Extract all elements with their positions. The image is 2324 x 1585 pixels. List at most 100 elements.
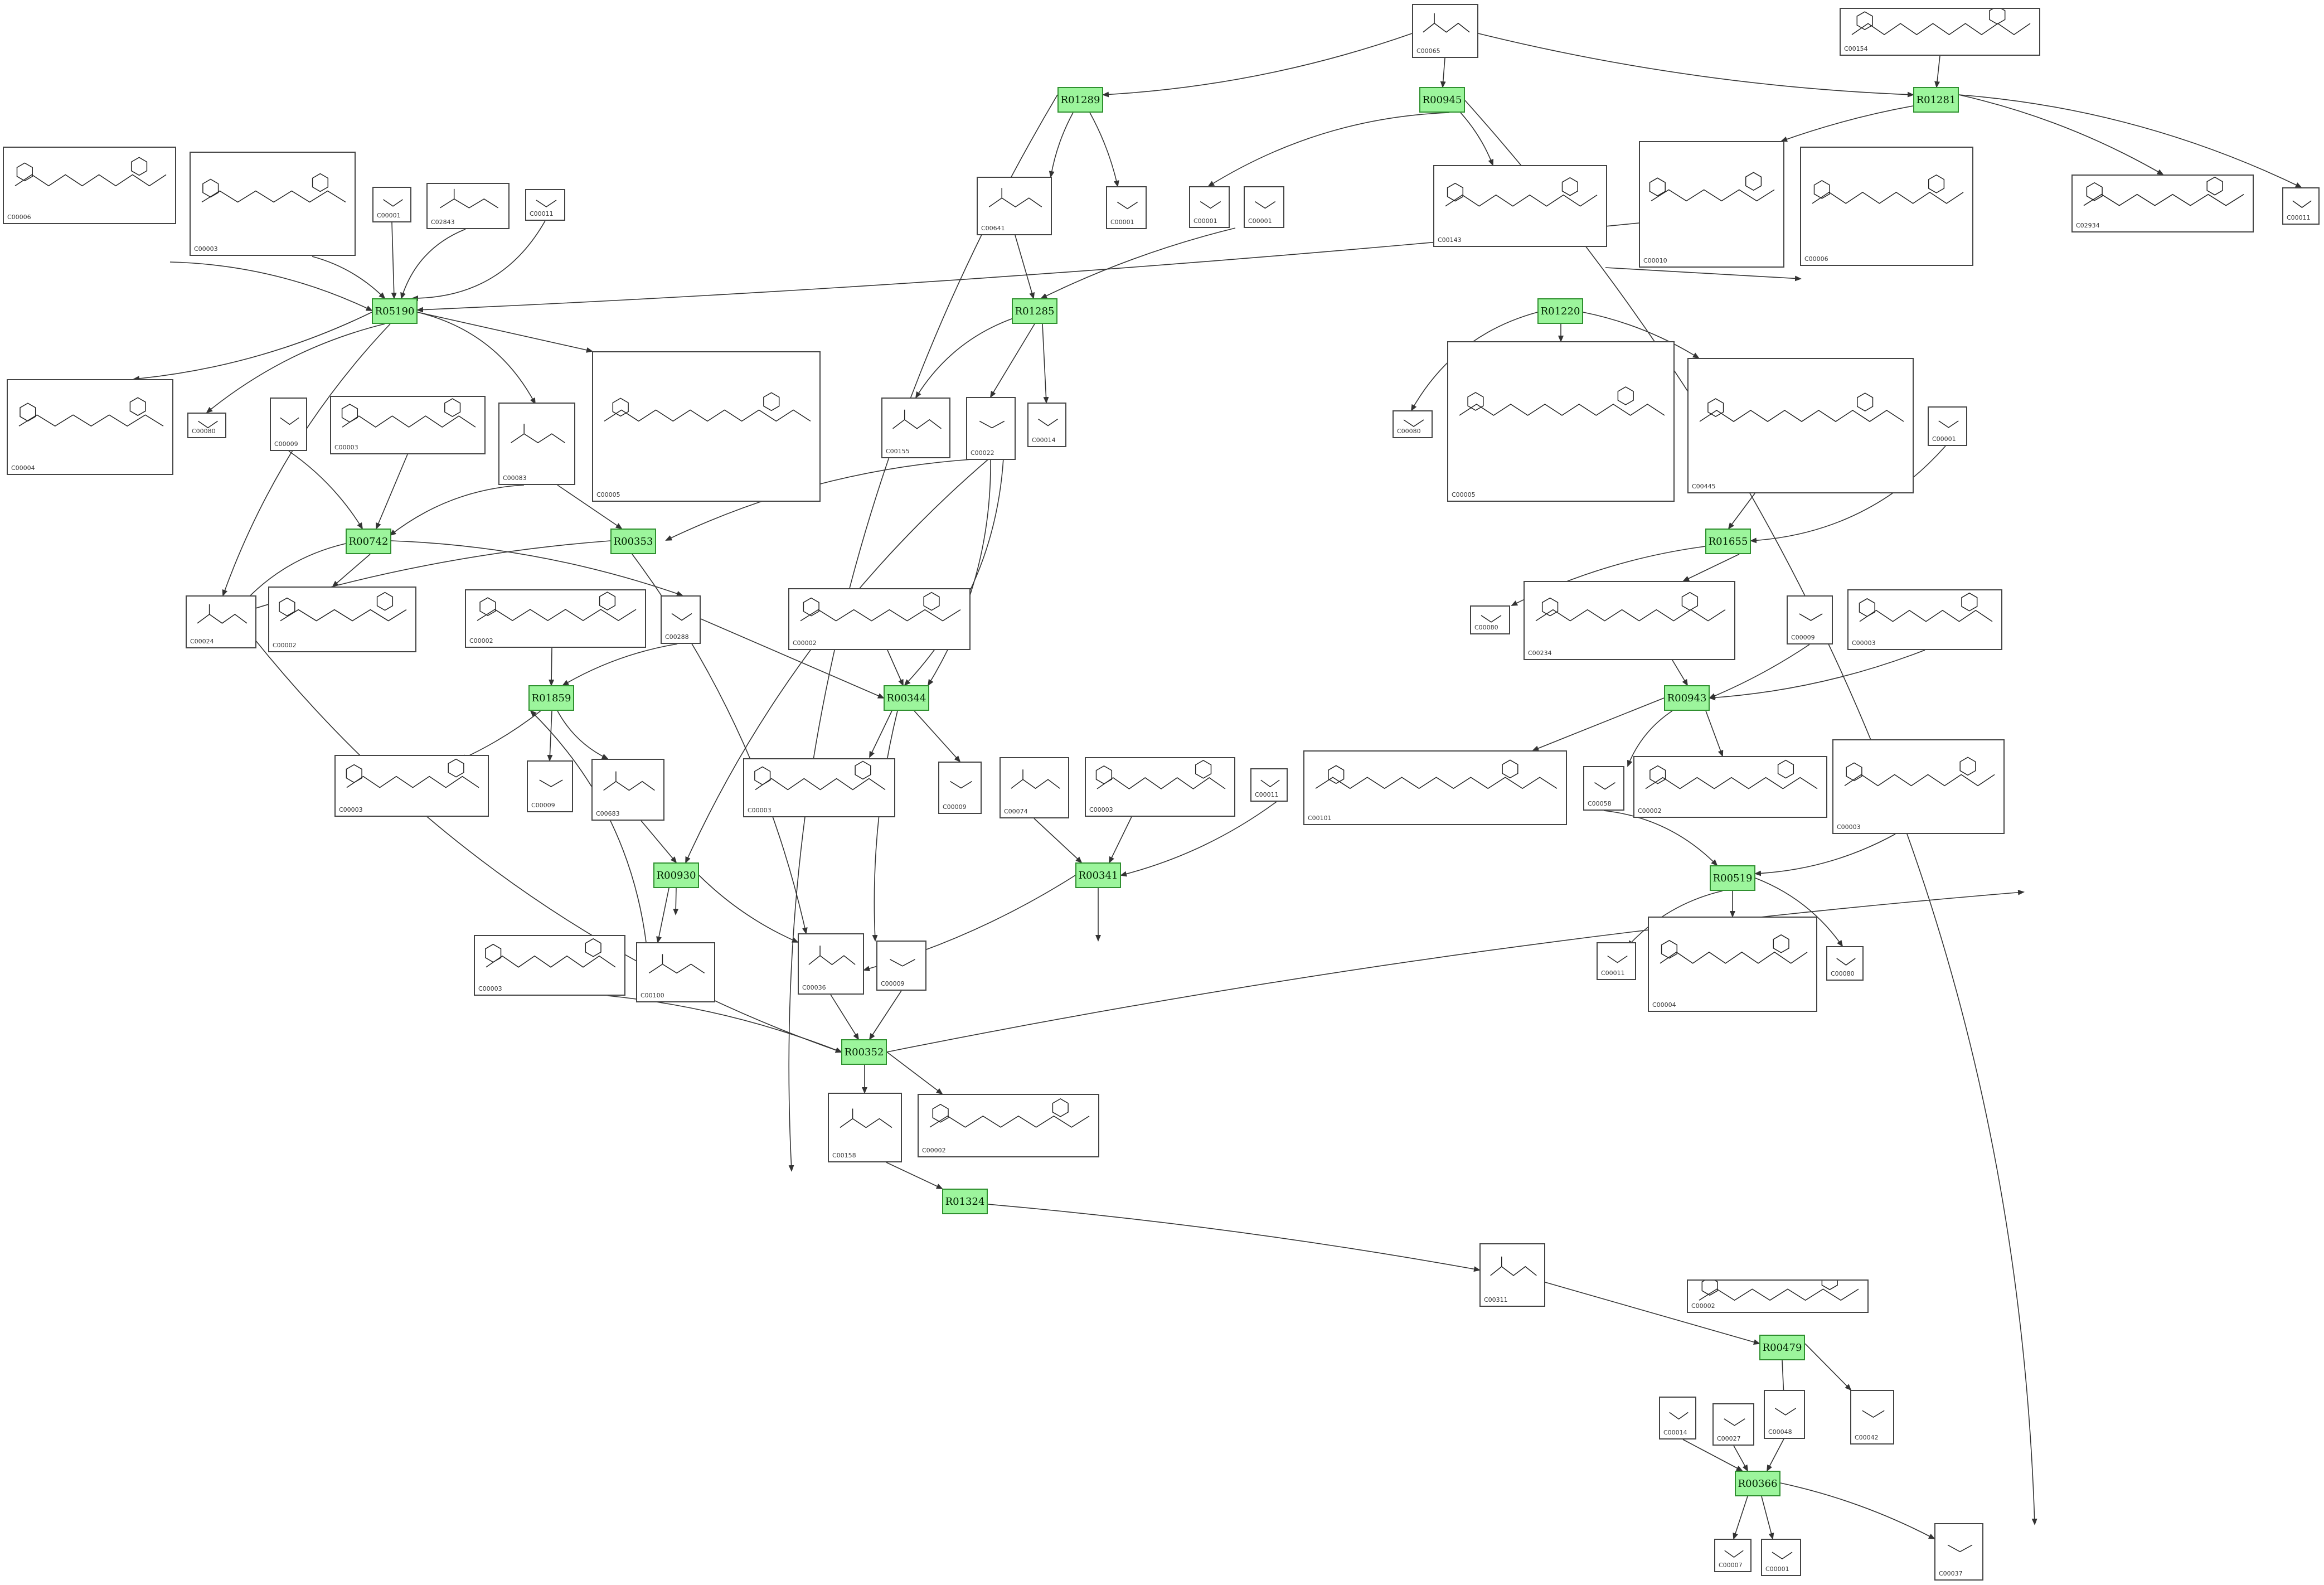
compound-node[interactable]: C00002 (1687, 1279, 1869, 1313)
compound-node[interactable]: C00009 (270, 398, 307, 451)
compound-node[interactable]: C00003 (330, 396, 486, 454)
reaction-node[interactable]: R01324 (942, 1189, 988, 1214)
reaction-node[interactable]: R00344 (884, 685, 929, 711)
compound-node[interactable]: C00036 (798, 933, 864, 995)
compound-node[interactable]: C00005 (592, 351, 821, 502)
compound-node[interactable]: C00004 (7, 379, 173, 475)
compound-node[interactable]: C00001 (372, 187, 411, 222)
compound-node[interactable]: C00100 (636, 942, 715, 1002)
chemical-structure-drawing (1594, 782, 1615, 790)
compound-node[interactable]: C00027 (1712, 1403, 1754, 1446)
compound-node[interactable]: C00001 (1761, 1539, 1801, 1576)
reaction-node[interactable]: R01220 (1537, 298, 1583, 324)
compound-node[interactable]: C00001 (1928, 406, 1967, 446)
compound-node[interactable]: C00042 (1850, 1390, 1894, 1445)
compound-node[interactable]: C00002 (268, 587, 416, 652)
compound-node[interactable]: C00683 (591, 759, 664, 821)
reaction-edge (641, 820, 677, 864)
compound-node[interactable]: C00003 (334, 755, 489, 817)
reaction-node[interactable]: R01655 (1705, 529, 1751, 554)
reaction-node[interactable]: R00742 (346, 529, 391, 554)
compound-node[interactable]: C00009 (876, 941, 926, 991)
reaction-node[interactable]: R00943 (1664, 685, 1710, 711)
compound-node[interactable]: C02934 (2071, 175, 2254, 232)
reaction-node[interactable]: R00519 (1710, 865, 1755, 891)
compound-node[interactable]: C00006 (1800, 147, 1973, 266)
compound-node[interactable]: C00311 (1479, 1243, 1545, 1307)
reaction-edge (869, 990, 902, 1040)
compound-node[interactable]: C00002 (465, 589, 646, 648)
reaction-node[interactable]: R00366 (1735, 1471, 1780, 1496)
compound-node[interactable]: C00014 (1027, 403, 1066, 447)
compound-node[interactable]: C00048 (1764, 1390, 1805, 1439)
chemical-structure-drawing (439, 188, 499, 209)
compound-node[interactable]: C00083 (498, 403, 575, 485)
compound-node[interactable]: C00080 (1826, 946, 1864, 981)
compound-node[interactable]: C00011 (2282, 187, 2320, 225)
chemical-structure-drawing (1862, 1410, 1885, 1418)
compound-node[interactable]: C00011 (1250, 768, 1288, 802)
compound-id-label: C00100 (641, 992, 664, 999)
reaction-node[interactable]: R01859 (528, 685, 574, 711)
compound-node[interactable]: C00445 (1687, 358, 1914, 493)
compound-node[interactable]: C00001 (1106, 186, 1147, 229)
compound-node[interactable]: C00009 (527, 760, 573, 812)
compound-id-label: C00002 (793, 639, 817, 647)
reaction-edge (376, 454, 408, 530)
compound-node[interactable]: C00158 (828, 1093, 902, 1162)
reaction-node[interactable]: R01281 (1913, 87, 1959, 113)
compound-node[interactable]: C00002 (1633, 756, 1827, 818)
reaction-node[interactable]: R05190 (372, 298, 418, 324)
reaction-edge (169, 261, 373, 311)
compound-node[interactable]: C00080 (187, 413, 226, 438)
compound-node[interactable]: C00006 (3, 147, 176, 224)
compound-node[interactable]: C00003 (474, 935, 625, 996)
compound-node[interactable]: C00003 (1085, 757, 1235, 817)
compound-node[interactable]: C00001 (1189, 186, 1230, 228)
reaction-node[interactable]: R00930 (653, 862, 699, 888)
compound-node[interactable]: C00007 (1714, 1539, 1752, 1572)
compound-id-label: C00311 (1484, 1296, 1508, 1303)
reaction-node[interactable]: R00341 (1075, 862, 1121, 888)
compound-node[interactable]: C02843 (426, 183, 510, 229)
compound-node[interactable]: C00154 (1840, 8, 2040, 56)
compound-node[interactable]: C00022 (966, 397, 1016, 460)
compound-node[interactable]: C00058 (1583, 766, 1624, 811)
compound-id-label: C00080 (1831, 970, 1855, 977)
compound-node[interactable]: C00288 (661, 595, 701, 644)
reaction-node[interactable]: R01289 (1057, 87, 1103, 113)
compound-node[interactable]: C00037 (1934, 1523, 1983, 1581)
compound-node[interactable]: C00014 (1659, 1397, 1696, 1439)
compound-node[interactable]: C00005 (1447, 341, 1675, 502)
compound-node[interactable]: C00101 (1303, 750, 1567, 825)
compound-node[interactable]: C00641 (977, 177, 1052, 235)
reaction-node[interactable]: R00352 (841, 1039, 887, 1065)
compound-id-label: C00003 (478, 985, 502, 992)
compound-node[interactable]: C00009 (1787, 595, 1833, 644)
compound-node[interactable]: C00002 (918, 1094, 1099, 1157)
compound-node[interactable]: C00065 (1412, 4, 1478, 58)
compound-node[interactable]: C00024 (186, 595, 256, 648)
compound-node[interactable]: C00003 (190, 152, 356, 256)
compound-node[interactable]: C00143 (1433, 165, 1607, 247)
reaction-edge (391, 222, 397, 299)
reaction-node[interactable]: R00945 (1419, 87, 1465, 113)
compound-node[interactable]: C00003 (1832, 739, 2005, 834)
compound-node[interactable]: C00009 (938, 762, 982, 814)
compound-node[interactable]: C00010 (1639, 141, 1784, 268)
reaction-node[interactable]: R00479 (1759, 1335, 1805, 1360)
reaction-node[interactable]: R00353 (610, 529, 656, 554)
reaction-node[interactable]: R01285 (1012, 298, 1057, 324)
compound-node[interactable]: C00080 (1470, 605, 1510, 634)
compound-node[interactable]: C00011 (525, 189, 565, 221)
compound-node[interactable]: C00003 (743, 758, 895, 817)
compound-node[interactable]: C00011 (1597, 942, 1636, 980)
compound-node[interactable]: C00003 (1847, 589, 2002, 650)
compound-node[interactable]: C00002 (788, 588, 971, 650)
compound-node[interactable]: C00155 (881, 398, 950, 458)
compound-node[interactable]: C00080 (1393, 410, 1433, 438)
compound-node[interactable]: C00074 (1000, 757, 1069, 818)
compound-node[interactable]: C00004 (1648, 917, 1817, 1012)
compound-node[interactable]: C00001 (1244, 186, 1284, 228)
compound-node[interactable]: C00234 (1524, 581, 1735, 660)
